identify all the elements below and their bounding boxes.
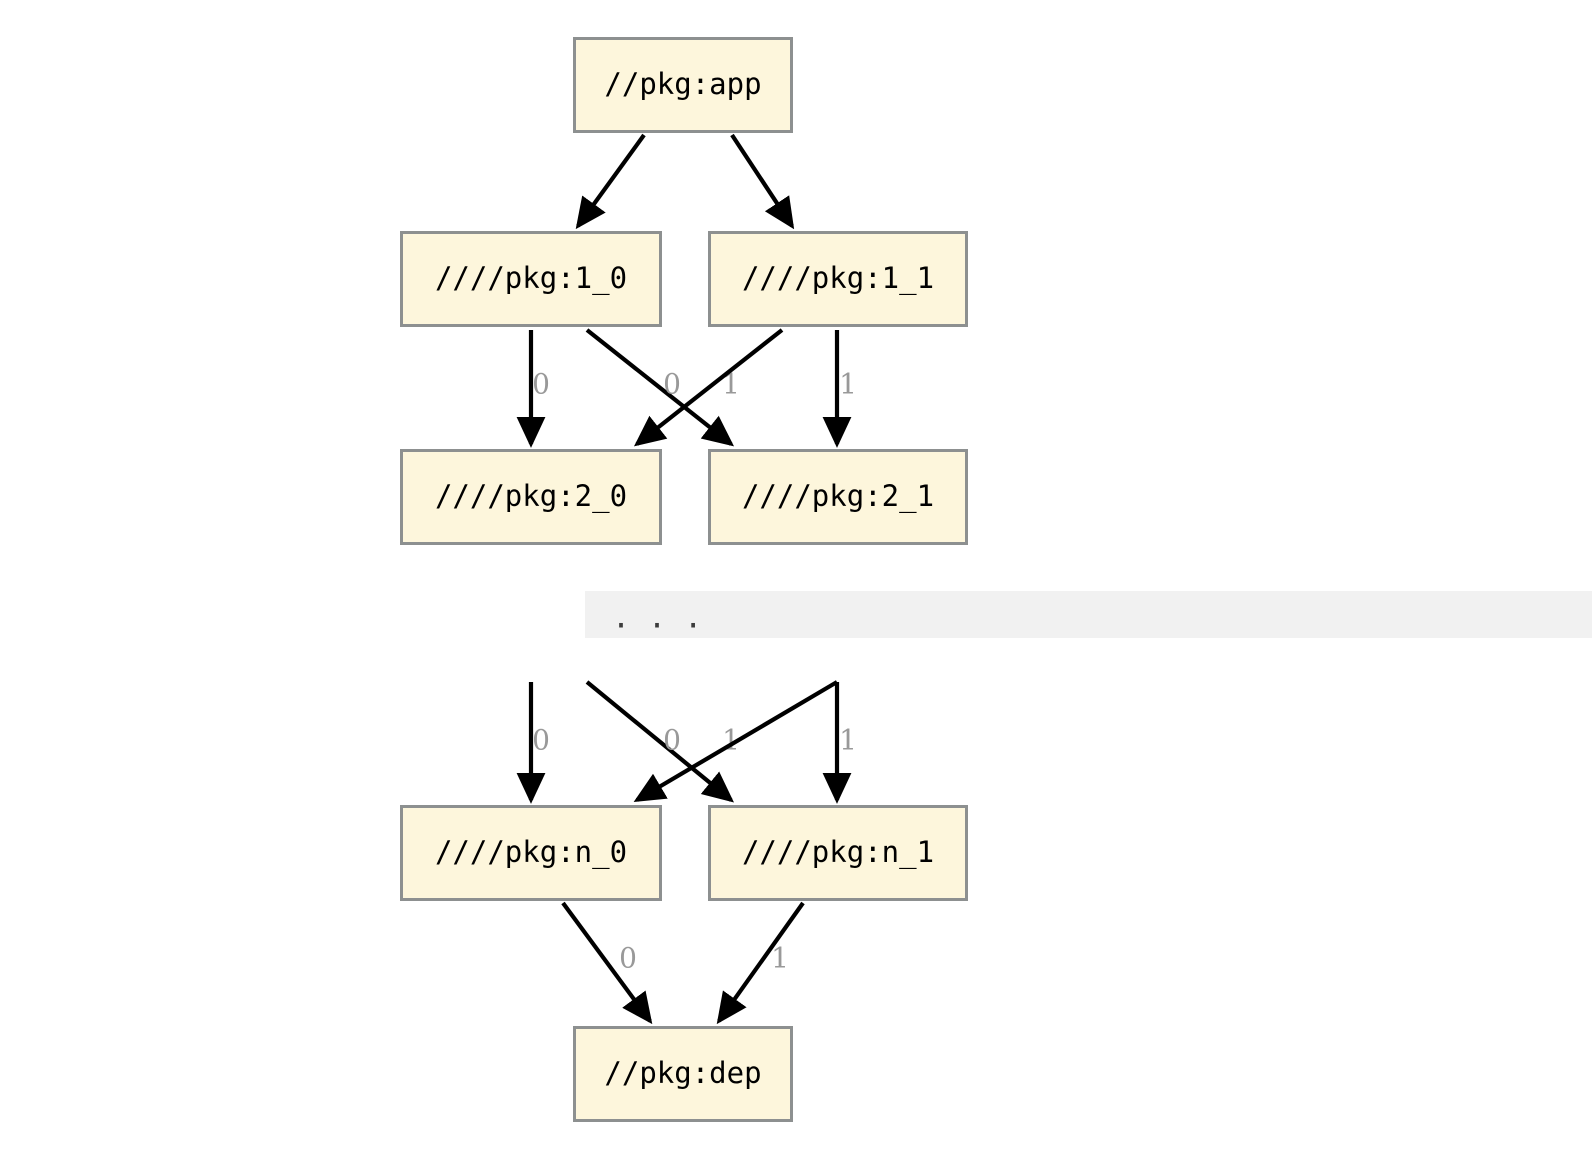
ellipsis-band — [585, 591, 1592, 638]
edge-label: 1 — [839, 368, 857, 401]
node-label: //pkg:dep — [604, 1056, 761, 1090]
ellipsis-layer: ... — [585, 591, 1592, 638]
node-label: //pkg:app — [604, 67, 761, 101]
edge-label: 0 — [619, 942, 637, 975]
edge-label: 0 — [532, 724, 550, 757]
graph-edge: 0 — [633, 328, 784, 447]
node-label: ////pkg:1_1 — [742, 261, 934, 296]
graph-edge: 1 — [716, 901, 805, 1025]
edge-arrow-e-dots2-n_0 — [633, 680, 839, 802]
edge-arrow-e-n_0-dep — [561, 901, 653, 1025]
graph-edge: 0 — [516, 682, 550, 804]
graph-edge: 0 — [633, 680, 839, 802]
node-label: ////pkg:2_0 — [435, 479, 627, 514]
node-box[interactable] — [708, 449, 968, 545]
node-box[interactable] — [400, 449, 662, 545]
edge-label: 1 — [839, 724, 857, 757]
node-label: ////pkg:n_1 — [742, 835, 934, 870]
node-box[interactable] — [708, 231, 968, 327]
edge-label: 0 — [663, 724, 681, 757]
graph-node-l2_0[interactable]: ////pkg:2_0 — [400, 449, 662, 545]
edge-label: 0 — [663, 368, 681, 401]
graph-node-l1_1[interactable]: ////pkg:1_1 — [708, 231, 968, 327]
ellipsis-dots: ... — [612, 601, 720, 636]
graph-node-dep[interactable]: //pkg:dep — [573, 1026, 793, 1122]
edge-label: 1 — [771, 942, 789, 975]
graph-node-ln_0[interactable]: ////pkg:n_0 — [400, 805, 662, 901]
edge-arrow-e-app-1_1 — [730, 133, 795, 230]
node-label: ////pkg:2_1 — [742, 479, 934, 514]
graph-edge — [730, 133, 795, 230]
edge-arrow-e-dots-n_1 — [585, 680, 735, 803]
edge-arrow-e-1_0-2_1 — [585, 328, 735, 447]
nodes-layer: //pkg:app ////pkg:1_0 ////pkg:1_1 ////pkg:2… — [400, 37, 968, 1122]
node-label: ////pkg:n_0 — [435, 835, 627, 870]
graph-node-ln_1[interactable]: ////pkg:n_1 — [708, 805, 968, 901]
node-label: ////pkg:1_0 — [435, 261, 627, 296]
node-box[interactable] — [573, 37, 793, 133]
graph-edge: 0 — [516, 330, 550, 448]
graph-node-app[interactable]: //pkg:app — [573, 37, 793, 133]
node-box[interactable] — [708, 805, 968, 901]
edge-label: 0 — [532, 368, 550, 401]
edge-arrow-e-n_1-dep — [716, 901, 805, 1025]
node-box[interactable] — [400, 231, 662, 327]
graph-node-l1_0[interactable]: ////pkg:1_0 — [400, 231, 662, 327]
graph-edge — [575, 133, 646, 230]
graph-node-l2_1[interactable]: ////pkg:2_1 — [708, 449, 968, 545]
node-box[interactable] — [573, 1026, 793, 1122]
edge-arrow-e-1_1-2_0 — [633, 328, 784, 447]
graph-edge: 1 — [822, 682, 857, 804]
edge-arrow-e-app-1_0 — [575, 133, 646, 230]
graph-edge: 1 — [822, 330, 857, 448]
graph-edge: 0 — [561, 901, 653, 1025]
node-box[interactable] — [400, 805, 662, 901]
